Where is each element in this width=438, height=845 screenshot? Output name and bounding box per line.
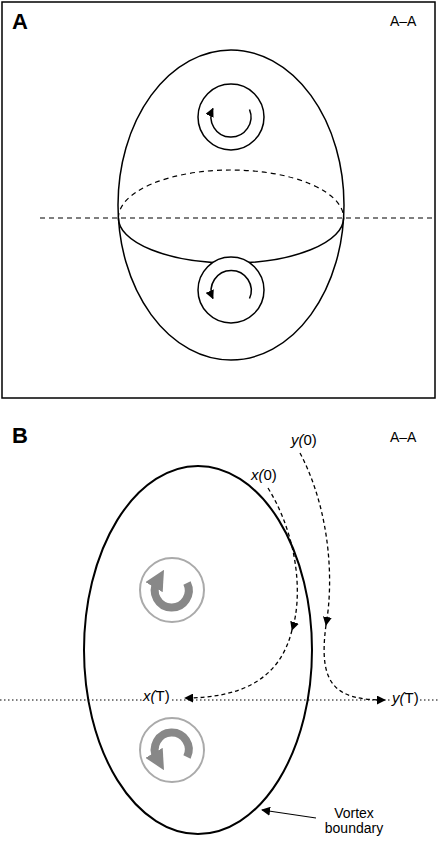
position-label: y(0) <box>290 432 318 449</box>
callout-label: Vortex boundary <box>318 806 390 836</box>
trajectory <box>324 625 385 700</box>
rotation-arrow <box>155 582 189 607</box>
panel-letter: A <box>12 10 28 34</box>
vortex-ring <box>118 50 344 360</box>
rotation-arrow <box>211 109 251 138</box>
panel-frame <box>2 2 435 398</box>
rotation-arrow <box>211 270 251 298</box>
vortex-core <box>198 257 264 323</box>
section-label: A–A <box>390 14 416 29</box>
vortex-boundary <box>84 466 312 834</box>
panel-letter: B <box>12 424 28 448</box>
symmetry-line <box>0 699 438 700</box>
section-label: A–A <box>390 430 416 445</box>
leader-arrow <box>262 810 316 818</box>
vortex-core <box>140 718 204 782</box>
trajectory <box>268 488 297 630</box>
position-label: y(T) <box>391 690 420 707</box>
trajectory <box>185 630 292 698</box>
position-label: x(T) <box>142 688 171 705</box>
section-line <box>40 217 432 218</box>
vortex-core <box>140 558 204 622</box>
trajectory <box>300 453 330 625</box>
rotation-arrow <box>155 733 189 758</box>
position-label: x(0) <box>250 467 278 484</box>
ring-back-edge <box>118 170 343 218</box>
vortex-core <box>198 84 264 150</box>
